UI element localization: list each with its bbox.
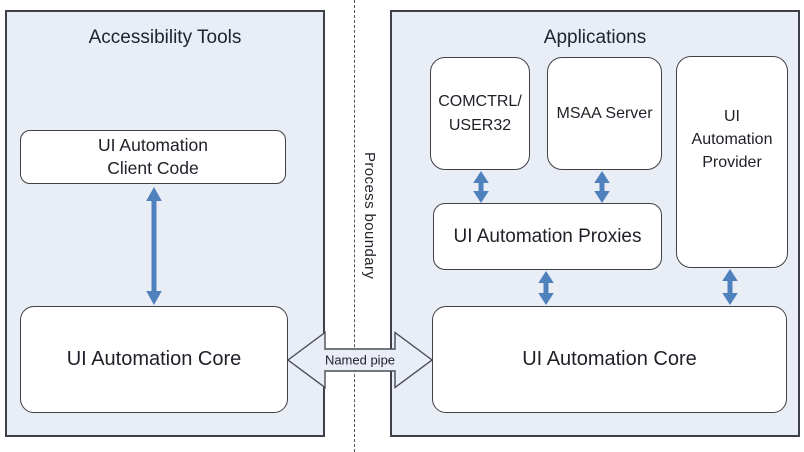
double-arrow-icon xyxy=(538,271,554,305)
process-boundary-line xyxy=(354,0,355,452)
applications-title: Applications xyxy=(543,27,647,48)
right-ui-automation-core-box: UI Automation Core xyxy=(432,306,787,413)
named-pipe-block-arrow: Named pipe xyxy=(287,331,433,389)
ui-automation-provider-box: UI Automation Provider xyxy=(676,56,788,268)
ui-automation-client-code-box: UI Automation Client Code xyxy=(20,130,286,184)
named-pipe-label: Named pipe xyxy=(325,353,395,368)
double-arrow-icon xyxy=(473,171,489,203)
comctrl-user32-box: COMCTRL/ USER32 xyxy=(430,57,530,170)
double-arrow-icon xyxy=(594,171,610,203)
double-arrow-icon xyxy=(722,269,738,305)
process-boundary-label: Process boundary xyxy=(361,152,378,280)
ui-automation-proxies-box: UI Automation Proxies xyxy=(433,203,662,270)
msaa-server-box: MSAA Server xyxy=(547,57,662,170)
double-arrow-icon xyxy=(146,187,162,305)
left-ui-automation-core-box: UI Automation Core xyxy=(20,306,288,413)
accessibility-tools-title: Accessibility Tools xyxy=(88,27,242,48)
